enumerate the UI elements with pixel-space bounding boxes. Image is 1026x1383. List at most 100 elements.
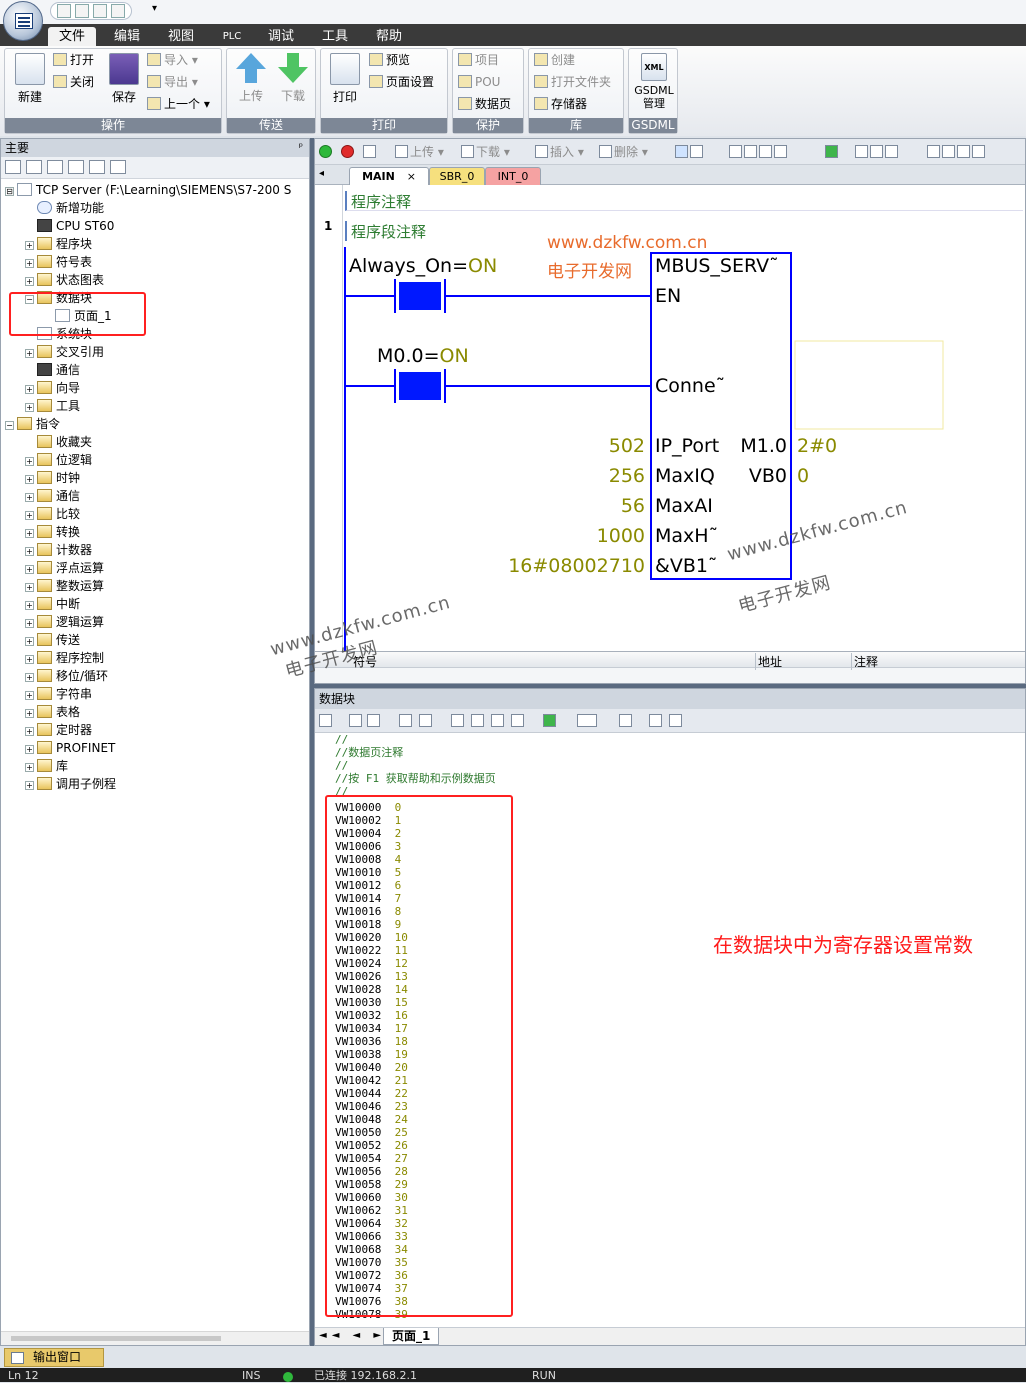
close-button[interactable]: 关闭 xyxy=(53,73,94,91)
col-symbol[interactable]: 符号 xyxy=(353,655,378,669)
tree-expander-icon[interactable]: + xyxy=(25,637,34,646)
tree-expander-icon[interactable]: + xyxy=(25,259,34,268)
go-icon[interactable] xyxy=(543,714,556,727)
data-row[interactable]: VW10018 9 xyxy=(335,918,401,931)
monitor-icon[interactable] xyxy=(675,145,705,159)
pin-icon[interactable]: ᵖ xyxy=(298,142,303,153)
tree-expander-icon[interactable]: − xyxy=(5,421,14,430)
data-row[interactable]: VW10040 20 xyxy=(335,1061,408,1074)
tab-sbr0[interactable]: SBR_0 xyxy=(429,167,485,185)
data-row[interactable]: VW10044 22 xyxy=(335,1087,408,1100)
list-icon[interactable] xyxy=(68,160,84,174)
tree-expander-icon[interactable]: + xyxy=(25,475,34,484)
tree-item[interactable]: +库 xyxy=(25,757,68,775)
tree-expander-icon[interactable]: + xyxy=(25,745,34,754)
protect-datapage-button[interactable]: 数据页 xyxy=(458,95,511,113)
data-row[interactable]: VW10028 14 xyxy=(335,983,408,996)
export-button[interactable]: 导出 ▾ xyxy=(147,73,198,91)
data-row[interactable]: VW10042 21 xyxy=(335,1074,408,1087)
table-icon[interactable] xyxy=(619,714,632,727)
go-icon[interactable] xyxy=(825,145,840,159)
protect-pou-button[interactable]: POU xyxy=(458,73,500,91)
tree-expander-icon[interactable]: + xyxy=(25,691,34,700)
tree-item[interactable]: −指令 xyxy=(5,415,60,433)
tree-expander-icon[interactable]: + xyxy=(25,349,34,358)
print-button[interactable]: 打印 xyxy=(327,53,363,105)
tree-item[interactable]: +工具 xyxy=(25,397,80,415)
tree-expander-icon[interactable]: + xyxy=(25,403,34,412)
tree-item[interactable]: +计数器 xyxy=(25,541,92,559)
data-row[interactable]: VW10052 26 xyxy=(335,1139,408,1152)
compile-icon[interactable] xyxy=(319,714,332,727)
protect-project-button[interactable]: 项目 xyxy=(458,51,499,69)
block-name[interactable]: MBUS_SERV˜ xyxy=(655,255,779,277)
data-row[interactable]: VW10064 32 xyxy=(335,1217,408,1230)
tree-item[interactable]: +字符串 xyxy=(25,685,92,703)
tree-expander-icon[interactable]: + xyxy=(25,727,34,736)
tab-plc[interactable]: PLC xyxy=(222,31,242,42)
tree-item[interactable]: +比较 xyxy=(25,505,80,523)
tree-item[interactable]: +状态图表 xyxy=(25,271,104,289)
import-button[interactable]: 导入 ▾ xyxy=(147,51,198,69)
tab-main[interactable]: MAIN × xyxy=(349,167,429,185)
tab-help[interactable]: 帮助 xyxy=(375,29,402,44)
key-icon[interactable] xyxy=(649,714,662,727)
tree-expander-icon[interactable]: + xyxy=(25,565,34,574)
tree-item[interactable]: +定时器 xyxy=(25,721,92,739)
tree-expander-icon[interactable]: + xyxy=(25,457,34,466)
window-icon[interactable] xyxy=(471,714,484,727)
tree-expander-icon[interactable]: + xyxy=(25,493,34,502)
new-button[interactable]: 新建 xyxy=(11,53,49,105)
tree-item[interactable]: +表格 xyxy=(25,703,80,721)
data-row[interactable]: VW10074 37 xyxy=(335,1282,408,1295)
tree-expander-icon[interactable]: + xyxy=(25,241,34,250)
dropdown-icon[interactable] xyxy=(577,714,597,727)
branch-icons[interactable] xyxy=(927,145,987,159)
tree-item[interactable]: 通信 xyxy=(25,361,80,379)
tree-expander-icon[interactable]: + xyxy=(25,709,34,718)
open-button[interactable]: 打开 xyxy=(53,51,94,69)
tree-item[interactable]: ⊟TCP Server (F:\Learning\SIEMENS\S7-200 … xyxy=(5,181,291,199)
data-row[interactable]: VW10048 24 xyxy=(335,1113,408,1126)
data-row[interactable]: VW10012 6 xyxy=(335,879,401,892)
data-row[interactable]: VW10004 2 xyxy=(335,827,401,840)
tree-item[interactable]: +符号表 xyxy=(25,253,92,271)
data-row[interactable]: VW10006 3 xyxy=(335,840,401,853)
tree-item[interactable]: +程序块 xyxy=(25,235,92,253)
tree-expander-icon[interactable]: + xyxy=(25,763,34,772)
open-folder-icon[interactable] xyxy=(75,4,89,18)
data-row[interactable]: VW10032 16 xyxy=(335,1009,408,1022)
tree-item[interactable]: +时钟 xyxy=(25,469,80,487)
col-comment[interactable]: 注释 xyxy=(851,653,878,670)
tab-close-icon[interactable]: × xyxy=(406,170,416,183)
operand-maxiq[interactable]: 256 xyxy=(608,465,645,487)
tree-expander-icon[interactable]: + xyxy=(25,673,34,682)
tree-item[interactable]: 页面_1 xyxy=(43,307,112,325)
run-icon[interactable] xyxy=(319,145,334,159)
download-icon[interactable] xyxy=(367,714,380,727)
download-button[interactable]: 下载 xyxy=(275,53,311,104)
data-row[interactable]: VW10026 13 xyxy=(335,970,408,983)
editor-download-button[interactable]: 下载 ▾ xyxy=(461,145,510,159)
data-row[interactable]: VW10036 18 xyxy=(335,1035,408,1048)
tree-expander-icon[interactable]: + xyxy=(25,511,34,520)
horizontal-scrollbar[interactable] xyxy=(1,1331,309,1345)
tree-item[interactable]: +中断 xyxy=(25,595,80,613)
tab-tools[interactable]: 工具 xyxy=(321,29,348,44)
page-setup-button[interactable]: 页面设置 xyxy=(369,73,434,91)
gsdml-manage-button[interactable]: XML GSDML 管理 xyxy=(633,53,675,110)
output-m1-0-value[interactable]: 2#0 xyxy=(797,435,838,457)
horizontal-splitter[interactable] xyxy=(314,684,1026,688)
previous-button[interactable]: 上一个 ▾ xyxy=(147,95,210,113)
tree-item[interactable]: 收藏夹 xyxy=(25,433,92,451)
new-file-icon[interactable] xyxy=(57,4,71,18)
upload-icon[interactable] xyxy=(349,714,362,727)
operand-maxai[interactable]: 56 xyxy=(620,495,645,517)
preview-button[interactable]: 预览 xyxy=(369,51,410,69)
scrollbar-thumb[interactable] xyxy=(11,1336,221,1341)
lock-icons[interactable] xyxy=(855,145,900,159)
data-row[interactable]: VW10066 33 xyxy=(335,1230,408,1243)
tree-item[interactable]: +位逻辑 xyxy=(25,451,92,469)
tab-edit[interactable]: 编辑 xyxy=(113,29,140,44)
